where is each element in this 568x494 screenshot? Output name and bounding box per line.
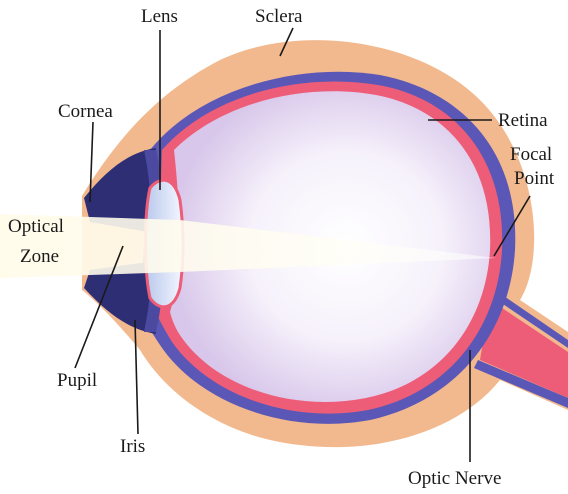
sclera-label: Sclera bbox=[255, 6, 303, 27]
pupil-label: Pupil bbox=[57, 370, 97, 391]
optical-zone-label-line2: Zone bbox=[20, 246, 59, 267]
focal-point-label-line1: Focal bbox=[510, 144, 552, 165]
focal-point-label-line2: Point bbox=[514, 168, 555, 189]
optical-zone-label-line1: Optical bbox=[8, 216, 64, 237]
iris-label: Iris bbox=[120, 436, 145, 457]
lens-label: Lens bbox=[141, 6, 178, 27]
optic-nerve-label: Optic Nerve bbox=[408, 468, 501, 489]
cornea-label: Cornea bbox=[58, 101, 113, 122]
retina-label: Retina bbox=[498, 110, 548, 131]
